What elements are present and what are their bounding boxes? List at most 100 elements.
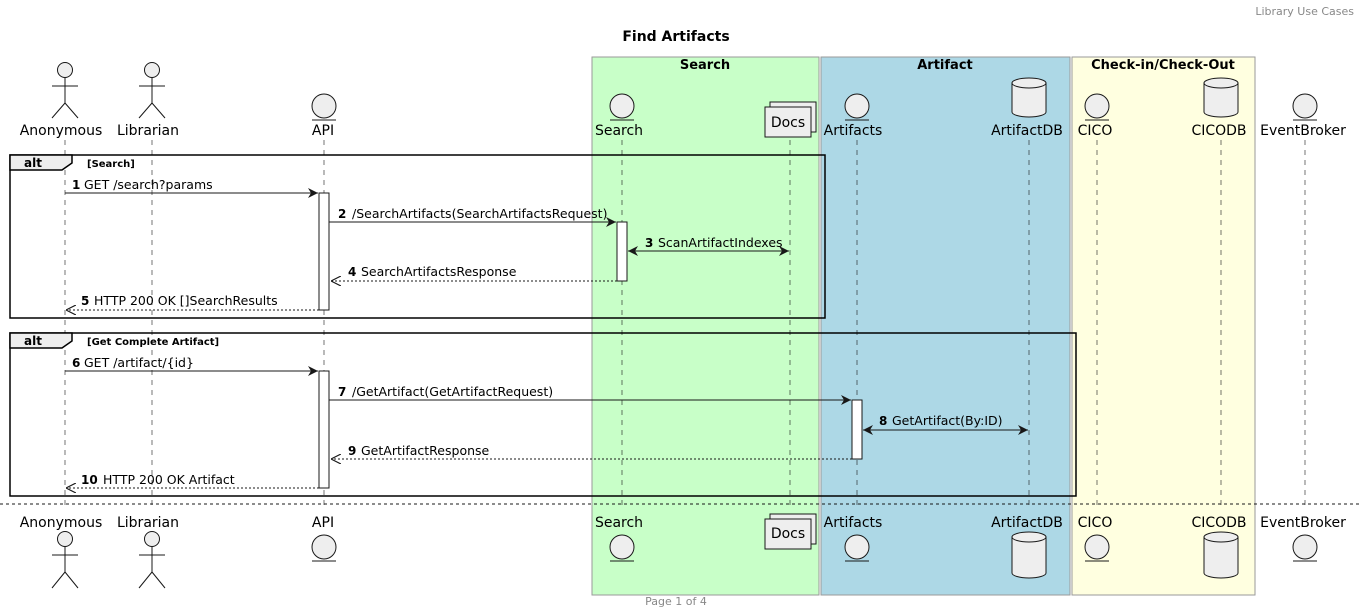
- database-icon: [1011, 77, 1047, 118]
- participant-cicodb-bottom: CICODB: [1191, 515, 1247, 579]
- participant-artifactdb-label: ArtifactDB: [991, 123, 1063, 139]
- message-2: 2 /SearchArtifacts(SearchArtifactsReques…: [329, 206, 616, 227]
- participant-anonymous-bottom: Anonymous: [20, 515, 102, 589]
- message-3: 3 ScanArtifactIndexes: [628, 235, 789, 256]
- message-1: 1 GET /search?params: [65, 177, 318, 198]
- alt-group-search-keyword: alt: [24, 156, 42, 170]
- actor-icon: [51, 531, 79, 589]
- entity-icon: [1084, 93, 1110, 121]
- participant-api-label: API: [312, 123, 334, 139]
- activation-artifacts: [851, 399, 863, 460]
- message-10-number: 10: [81, 473, 98, 487]
- activation-api-1: [318, 192, 330, 311]
- participant-api-bottom: API: [311, 515, 337, 562]
- participant-docs-label: Docs: [771, 115, 805, 131]
- message-8: 8 GetArtifact(By:ID): [863, 413, 1028, 435]
- participant-artifactdb-top: ArtifactDB: [991, 77, 1063, 139]
- actor-icon: [51, 62, 79, 119]
- alt-group-get-artifact: alt [Get Complete Artifact]: [9, 332, 1077, 497]
- activation-search: [616, 221, 628, 282]
- alt-group-search-tab: [9, 154, 73, 171]
- participant-search-bottom: Search: [595, 515, 643, 562]
- lifelines: [64, 140, 1306, 510]
- header-label: Library Use Cases: [1255, 5, 1354, 18]
- entity-icon: [311, 93, 337, 121]
- box-checkin-checkout: Check-in/Check-Out: [1071, 56, 1256, 596]
- actor-icon: [138, 62, 166, 119]
- box-search: Search: [591, 56, 820, 596]
- participant-api-label: API: [312, 515, 334, 531]
- participant-cicodb-label: CICODB: [1191, 123, 1246, 139]
- message-10: 10 HTTP 200 OK Artifact: [66, 472, 319, 488]
- message-7-number: 7: [338, 385, 346, 399]
- participant-artifactdb-bottom: ArtifactDB: [991, 515, 1063, 579]
- entity-icon: [609, 534, 635, 562]
- participant-artifactdb-label: ArtifactDB: [991, 515, 1063, 531]
- participant-cico-label: CICO: [1078, 123, 1113, 139]
- participant-search-top: Search: [595, 93, 643, 139]
- message-5: 5 HTTP 200 OK []SearchResults: [66, 293, 319, 310]
- database-icon: [1011, 531, 1047, 579]
- participant-search-label: Search: [595, 515, 643, 531]
- entity-icon: [609, 93, 635, 121]
- box-search-background: [591, 56, 820, 596]
- participant-cicodb-label: CICODB: [1191, 515, 1246, 531]
- entity-icon: [1084, 534, 1110, 562]
- participant-artifacts-label: Artifacts: [824, 123, 883, 139]
- alt-group-get-artifact-condition: [Get Complete Artifact]: [87, 337, 219, 348]
- page-footer: Page 1 of 4: [645, 595, 707, 608]
- participant-docs-bottom: Docs: [764, 513, 817, 550]
- box-artifact-background: [820, 56, 1071, 596]
- message-7: 7 /GetArtifact(GetArtifactRequest): [329, 384, 851, 405]
- message-8-number: 8: [879, 414, 887, 428]
- message-3-label: ScanArtifactIndexes: [658, 235, 783, 250]
- alt-group-search-frame: [9, 154, 826, 319]
- message-2-number: 2: [338, 207, 346, 221]
- participant-eventbroker-bottom: EventBroker: [1260, 515, 1346, 562]
- participant-librarian-top: Librarian: [117, 62, 179, 139]
- actor-icon: [138, 531, 166, 589]
- collections-icon: [764, 513, 817, 550]
- participant-cicodb-top: CICODB: [1191, 77, 1247, 139]
- activation-api-2: [318, 370, 330, 489]
- entity-icon: [1292, 534, 1318, 562]
- database-icon: [1203, 77, 1239, 118]
- message-10-label: HTTP 200 OK Artifact: [103, 472, 235, 487]
- participant-cico-label: CICO: [1078, 515, 1113, 531]
- activation-bars: [318, 192, 863, 489]
- box-artifact: Artifact: [820, 56, 1071, 596]
- box-artifact-title: Artifact: [917, 58, 973, 73]
- participant-librarian-label: Librarian: [117, 515, 179, 531]
- message-6-number: 6: [72, 356, 80, 370]
- alt-group-search: alt [Search]: [9, 154, 826, 319]
- participant-artifacts-label: Artifacts: [824, 515, 883, 531]
- participant-librarian-bottom: Librarian: [117, 515, 179, 589]
- message-9: 9 GetArtifactResponse: [331, 443, 852, 459]
- box-checkin-checkout-title: Check-in/Check-Out: [1091, 58, 1235, 73]
- diagram-title: Find Artifacts: [622, 29, 729, 45]
- participant-artifacts-top: Artifacts: [824, 93, 883, 139]
- message-4-number: 4: [348, 265, 356, 279]
- entity-icon: [1292, 93, 1318, 121]
- participant-cico-bottom: CICO: [1078, 515, 1113, 562]
- participant-artifacts-bottom: Artifacts: [824, 515, 883, 562]
- message-9-label: GetArtifactResponse: [361, 443, 490, 458]
- alt-group-get-artifact-frame: [9, 332, 1077, 497]
- participant-docs-label: Docs: [771, 526, 805, 542]
- participant-eventbroker-top: EventBroker: [1260, 93, 1346, 139]
- message-8-label: GetArtifact(By:ID): [892, 413, 1003, 428]
- box-checkin-checkout-background: [1071, 56, 1256, 596]
- participant-docs-top: Docs: [764, 101, 817, 138]
- participant-cico-top: CICO: [1078, 93, 1113, 139]
- message-4-label: SearchArtifactsResponse: [361, 264, 517, 279]
- message-5-number: 5: [81, 294, 89, 308]
- message-3-number: 3: [645, 236, 653, 250]
- message-7-label: /GetArtifact(GetArtifactRequest): [352, 384, 553, 399]
- message-1-number: 1: [72, 178, 80, 192]
- message-4: 4 SearchArtifactsResponse: [331, 264, 617, 281]
- alt-group-get-artifact-tab: [9, 332, 73, 349]
- participant-anonymous-label: Anonymous: [20, 123, 103, 139]
- database-icon: [1203, 531, 1239, 579]
- participant-api-top: API: [311, 93, 337, 139]
- collections-icon: [764, 101, 817, 138]
